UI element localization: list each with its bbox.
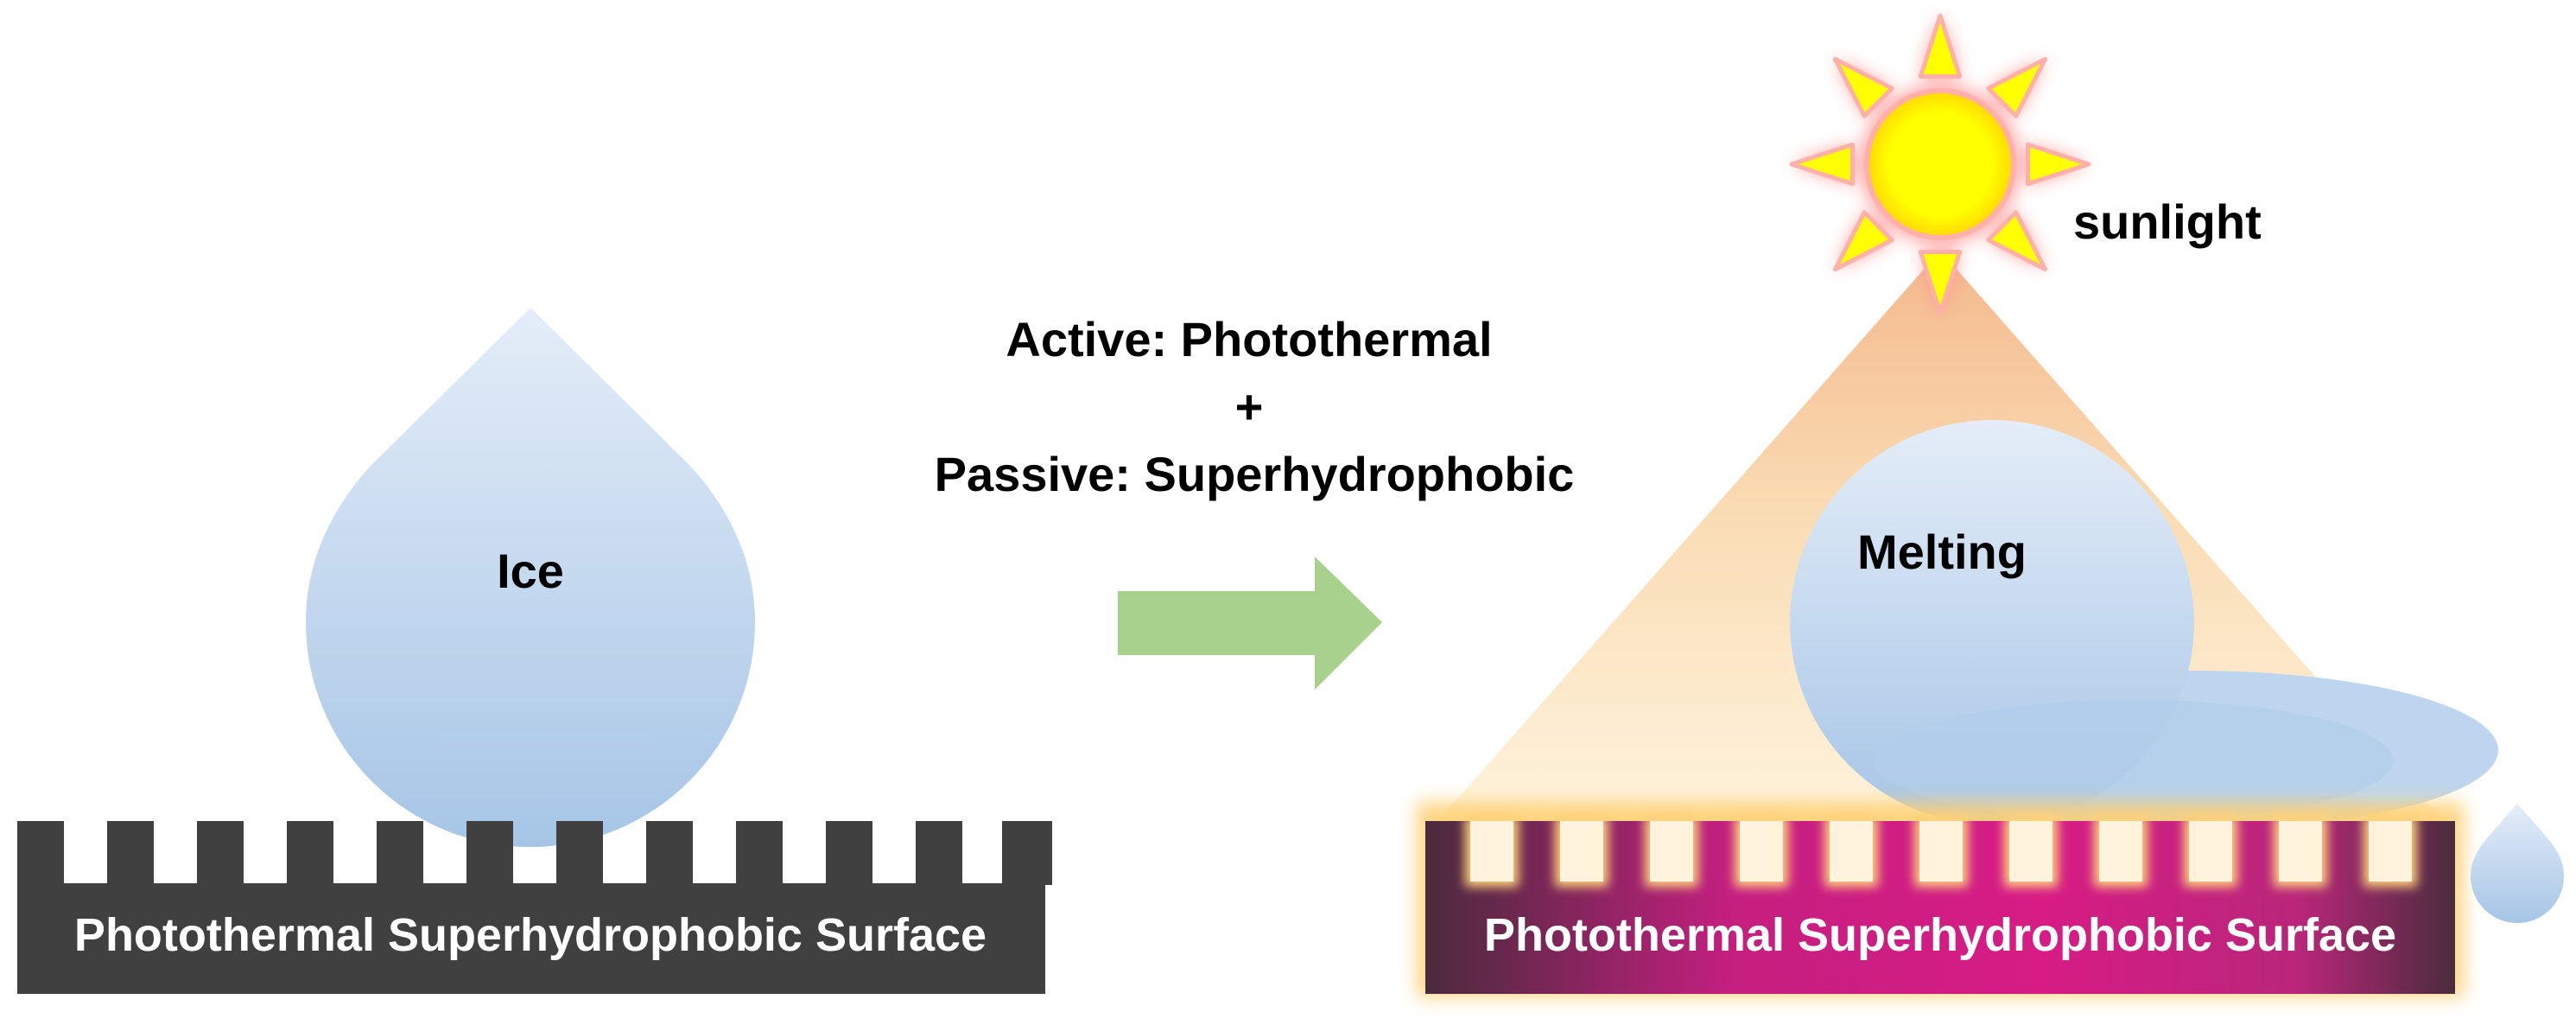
surface-pillar (107, 821, 154, 885)
heated-surface-pillars (1465, 816, 2417, 887)
surface-pillar (826, 821, 872, 885)
surface-pillar (916, 821, 962, 885)
surface-slot (1470, 821, 1513, 882)
melting-label: Melting (1857, 525, 2027, 579)
left-surface-label: Photothermal Superhydrophobic Surface (74, 909, 987, 961)
sun-ray (1832, 210, 1894, 272)
surface-pillar (287, 821, 333, 885)
ice-label: Ice (497, 544, 564, 598)
right-surface-label: Photothermal Superhydrophobic Surface (1484, 909, 2396, 961)
surface-slot (2189, 821, 2232, 882)
plus-text: + (1235, 379, 1264, 434)
surface-slot (2099, 821, 2142, 882)
surface-slot (1919, 821, 1963, 882)
surface-pillar (646, 821, 693, 885)
sun-ray (1918, 249, 1963, 315)
water-drip-icon (2471, 804, 2564, 923)
active-mechanism-text: Active: Photothermal (1006, 312, 1492, 366)
sunlight-label: sunlight (2073, 194, 2262, 249)
surface-slot (1650, 821, 1693, 882)
sun-ray (1986, 56, 2048, 118)
surface-pillar (197, 821, 244, 885)
sun-icon (1789, 13, 2091, 315)
right-panel: sunlight Melting Photothermal Superhydro… (1417, 13, 2564, 997)
surface-pillar (17, 821, 64, 885)
surface-slot (1740, 821, 1783, 882)
surface-slot (1560, 821, 1603, 882)
sun-ray (2025, 142, 2091, 187)
surface-pillar (556, 821, 603, 885)
surface-slot (2369, 821, 2412, 882)
ice-drop-icon (306, 308, 755, 847)
surface-slot (2279, 821, 2322, 882)
surface-pillar (736, 821, 783, 885)
surface-pillars (17, 821, 1052, 994)
sun-ray (1986, 210, 2048, 272)
sun-ray (1789, 142, 1856, 187)
surface-pillar (466, 821, 513, 885)
sun-ray (1918, 13, 1963, 80)
sun-ray (1832, 56, 1894, 118)
surface-slot (1830, 821, 1873, 882)
middle-annotation: Active: Photothermal + Passive: Superhyd… (935, 312, 1575, 690)
melting-drop-icon (1790, 420, 2498, 830)
surface-pillar (1006, 821, 1052, 885)
right-arrow-icon (1118, 557, 1382, 690)
surface-slot (2009, 821, 2053, 882)
passive-mechanism-text: Passive: Superhydrophobic (935, 447, 1575, 501)
left-panel: Ice Photothermal Superhydrophobic Surfac… (17, 308, 1052, 994)
surface-pillar (377, 821, 423, 885)
